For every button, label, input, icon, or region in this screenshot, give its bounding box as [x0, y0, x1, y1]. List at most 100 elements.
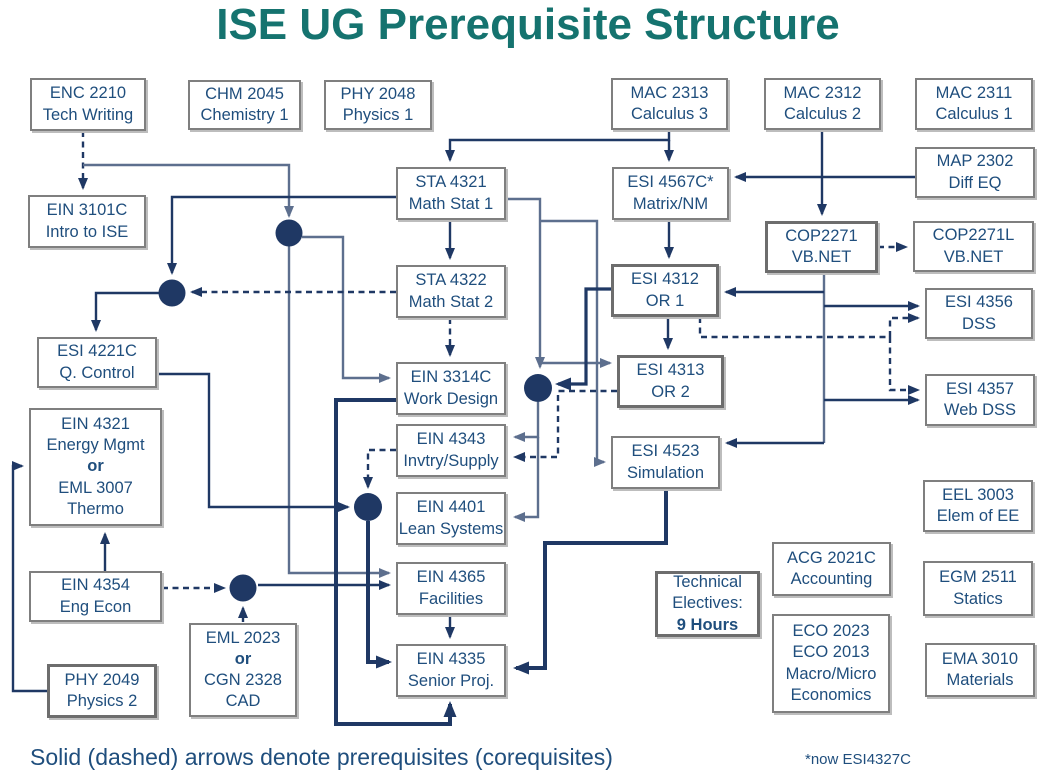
course-box-line: Facilities [418, 589, 484, 608]
course-box-line: Senior Proj. [407, 671, 495, 690]
junction-dot-b [158, 279, 186, 307]
course-box-line: EIN 4354 [61, 576, 130, 595]
course-box-line: OR 1 [645, 291, 685, 310]
junction-dot-e [229, 574, 257, 602]
course-box-line: CHM 2045 [205, 84, 284, 103]
course-box-line: Intro to ISE [45, 222, 129, 241]
course-box-line: Math Stat 1 [408, 194, 494, 213]
course-box-line: STA 4322 [415, 271, 487, 290]
course-box-line: Work Design [403, 389, 499, 408]
course-box-line: ESI 4313 [636, 361, 705, 380]
course-box-line: PHY 2049 [64, 670, 140, 689]
course-box-line: Chemistry 1 [200, 106, 289, 124]
edge-esi4312-to-esi4357-coreq-dashed [888, 337, 920, 395]
course-box-line: VB.NET [791, 248, 852, 266]
course-box-line: EIN 3101C [46, 201, 128, 220]
course-box-esi4567c: ESI 4567C*Matrix/NM [612, 167, 729, 220]
course-box-line: EIN 4321 [61, 415, 130, 434]
course-box-line: Materials [946, 671, 1014, 689]
course-box-line: Accounting [790, 570, 873, 588]
course-box-line: COP2271L [932, 226, 1015, 245]
course-box-line: EIN 4335 [416, 650, 486, 669]
edge-mac2313-to-sta4321 [445, 130, 671, 162]
edge-esi4312-to-esi4356-coreq-dashed [698, 313, 920, 339]
course-box-line: ESI 4357 [946, 379, 1014, 398]
course-box-line: Calculus 2 [783, 105, 862, 123]
edge-esi4221c-to-junction-d [157, 372, 350, 512]
course-box-line: ESI 4567C* [627, 173, 714, 192]
course-box-line: Tech Writing [42, 105, 134, 124]
course-box-line: Diff EQ [948, 173, 1002, 192]
course-box-line: Calculus 3 [630, 105, 709, 123]
edge-sta4321-to-esi4523 [540, 219, 606, 467]
course-box-esi4312: ESI 4312 OR 1 [611, 264, 719, 317]
edge-junction-c-to-ein4401 [513, 437, 540, 522]
course-box-line: ECO 2013 [792, 643, 870, 662]
course-box-line: EML 3007 [58, 478, 133, 497]
edge-sta4321-to-junction-b [167, 195, 396, 275]
course-box-line: PHY 2048 [340, 84, 416, 103]
course-box-line: Calculus 1 [935, 105, 1013, 123]
legend-text: Solid (dashed) arrows denote prerequisit… [30, 744, 613, 770]
edge-ein4343-to-junction-d-dashed [363, 448, 396, 489]
course-box-line: OR 2 [651, 382, 690, 401]
edge-esi4313-to-ein4343-dashed [513, 389, 617, 462]
edge-phy2049-to-ein4321 [11, 461, 47, 693]
edge-esi4523-to-ein4335 [513, 489, 668, 675]
course-box-line: ESI 4356 [945, 293, 1013, 312]
edge-sta4321-to-junction-c [506, 197, 545, 369]
course-box-line: or [234, 649, 252, 668]
course-box-line: EMA 3010 [941, 649, 1019, 668]
course-box-line: Q. Control [59, 363, 135, 382]
course-box-ein3101c: EIN 3101C Intro to ISE [28, 195, 146, 248]
course-box-line: Thermo [67, 499, 124, 518]
course-box-line: DSS [962, 314, 996, 333]
course-box-line: 9 Hours [676, 615, 739, 634]
page-title: ISE UG Prerequisite Structure [216, 0, 840, 49]
course-box-line: EGM 2511 [939, 568, 1017, 587]
course-box-line: MAC 2311 [935, 83, 1013, 102]
junction-dots-group [158, 219, 552, 602]
course-box-esi4313: ESI 4313 OR 2 [617, 355, 724, 408]
course-box-line: CGN 2328 [204, 671, 282, 689]
course-box-line: Physics 1 [342, 106, 414, 124]
course-box-line: EIN 4365 [416, 568, 486, 587]
course-box-line: Lean Systems [398, 519, 504, 538]
course-box-line: Economics [790, 685, 872, 704]
edge-junction-b-to-esi4221c [91, 291, 161, 332]
course-box-line: Elem of EE [936, 507, 1020, 525]
edge-enc-branch-to-junction-a [83, 163, 294, 218]
course-box-line: ACG 2021C [787, 548, 876, 567]
course-box-line: Electives: [672, 594, 743, 613]
course-box-line: ESI 4312 [631, 270, 699, 289]
junction-dot-a [275, 219, 303, 247]
course-box-line: MAP 2302 [936, 152, 1014, 171]
course-box-line: CAD [225, 692, 261, 711]
course-box-line: Energy Mgmt [46, 436, 145, 455]
footnote-text: *now ESI4327C [805, 751, 911, 768]
